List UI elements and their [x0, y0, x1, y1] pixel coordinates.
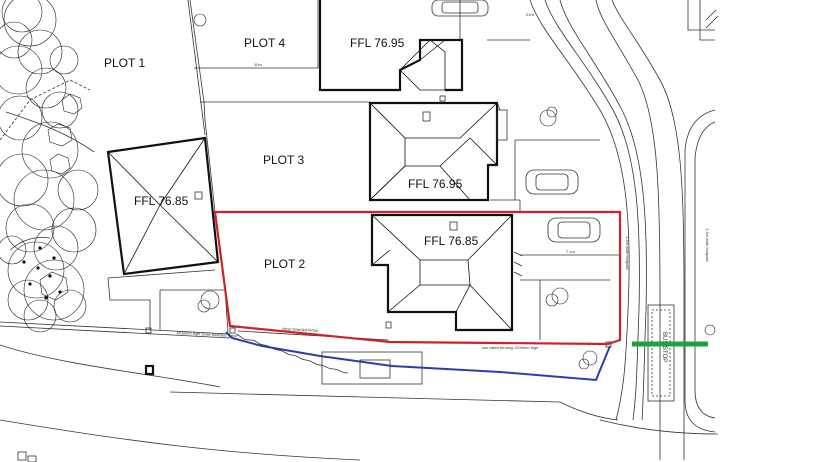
house-plot1	[106, 136, 220, 276]
plot-3-label: PLOT 3	[263, 153, 304, 167]
car-top	[431, 0, 489, 17]
ownership-boundary-blue	[225, 331, 611, 382]
ffl-plot1-label: FFL 76.85	[134, 194, 189, 208]
tree-cluster-left	[0, 0, 99, 333]
marker-square	[144, 364, 155, 376]
bus-stop-label: BUS STOP	[661, 332, 667, 362]
plot-4-label: PLOT 4	[244, 36, 285, 50]
plot-2-label: PLOT 2	[264, 257, 305, 271]
note-fence-bottom: close boarded fence	[282, 326, 319, 333]
dim-plot4-width: 10m	[254, 62, 262, 67]
site-boundary-red	[213, 210, 622, 346]
dim-plot2-parking: 7.1m	[566, 249, 576, 254]
house-plot3	[368, 101, 508, 202]
note-footpath-right: 1.2m wide footpath	[705, 228, 710, 262]
marker-square-small	[17, 451, 27, 461]
car-plot2	[547, 217, 601, 243]
note-fence-right: low railed fencing 1200mm high	[482, 345, 538, 350]
car-plot3	[525, 169, 579, 195]
road	[529, 0, 719, 460]
house-plot2	[370, 213, 523, 332]
ffl-plot3-label: FFL 76.95	[408, 177, 463, 191]
note-footpath-left: 1.2m wide footpath	[625, 236, 630, 270]
house-plot4	[318, 0, 464, 92]
marker-square-small-2	[27, 455, 37, 462]
note-fence-left: 1800mm high close boarded fence	[176, 330, 238, 338]
dim-road-top: 21m	[526, 12, 534, 17]
ffl-plot4-label: FFL 76.95	[350, 36, 405, 50]
driveway-outline	[321, 351, 423, 385]
garden-trees	[193, 13, 716, 370]
plot-1-label: PLOT 1	[104, 56, 145, 70]
ffl-plot2-label: FFL 76.85	[424, 234, 479, 248]
plot-boundaries	[0, 0, 620, 461]
